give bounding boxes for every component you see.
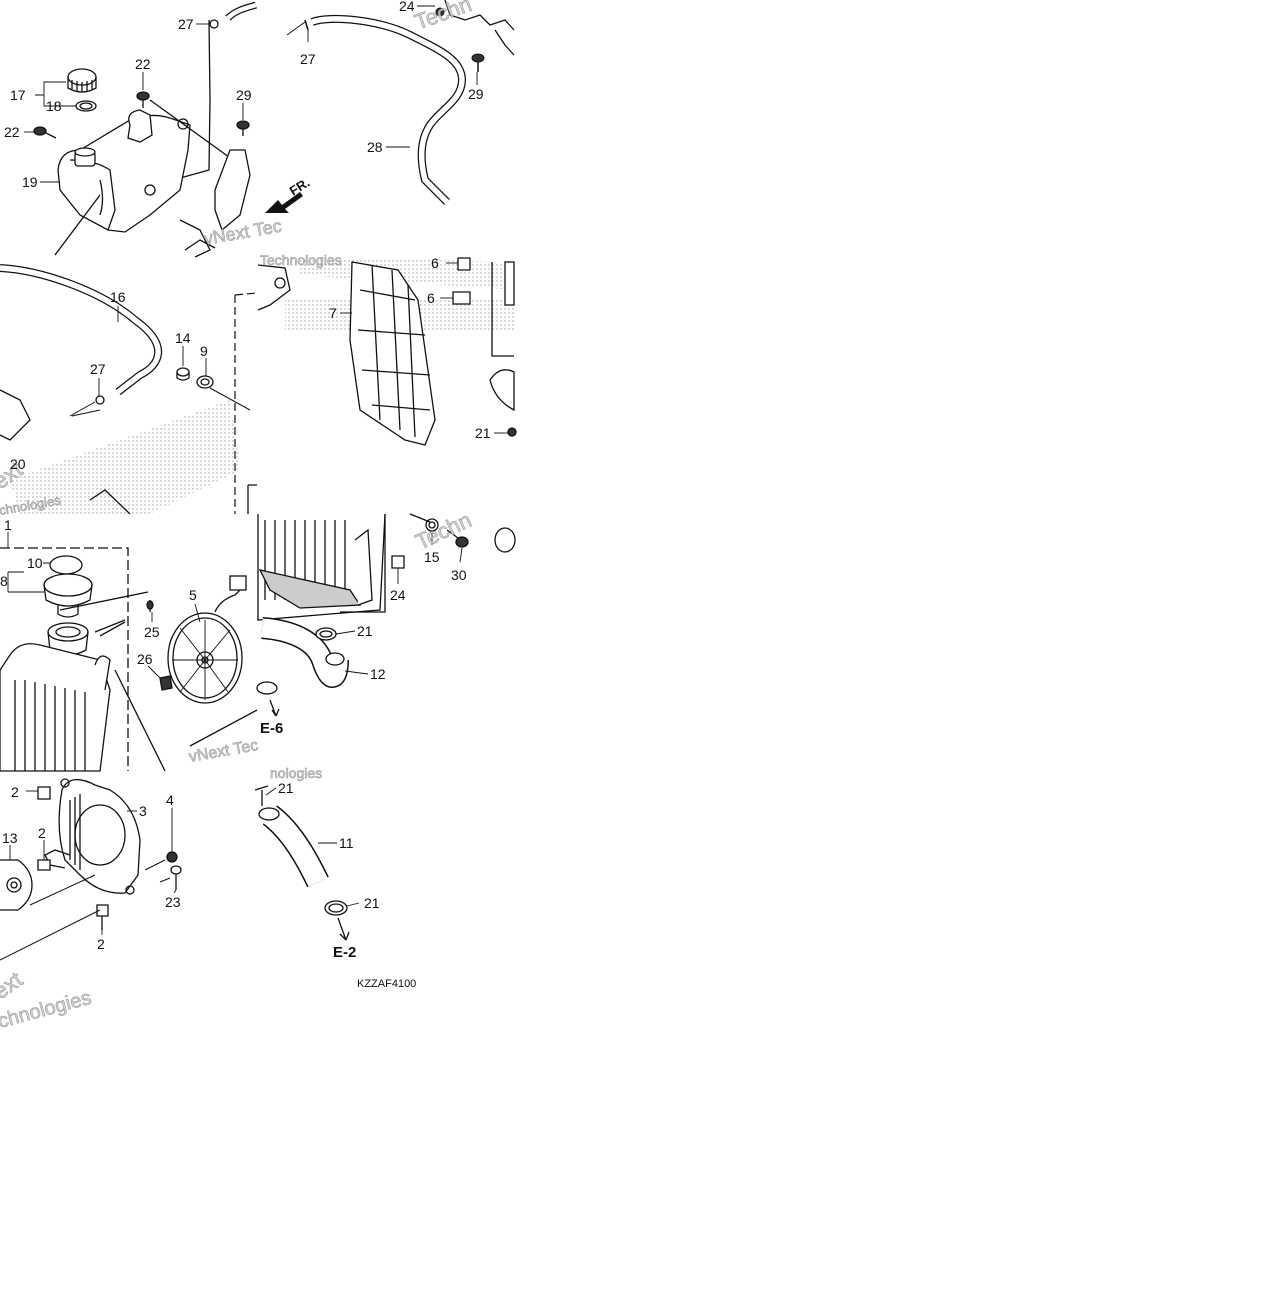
callout-label: 11	[339, 835, 354, 851]
callout-label: 2	[97, 936, 105, 952]
watermark-3: Technologies	[260, 252, 342, 268]
reserve-tank-group	[33, 1, 303, 258]
callout-label: 28	[367, 139, 383, 155]
callout-label: 14	[175, 330, 191, 346]
callout-label: 4	[166, 792, 174, 808]
callout-label: 9	[200, 343, 208, 359]
watermark-6: Techn	[412, 507, 476, 554]
callout-label: 13	[2, 830, 18, 846]
callout-label: 19	[22, 174, 38, 190]
watermark-2: vNext Tec	[202, 216, 283, 249]
callout-label: 12	[370, 666, 386, 682]
lower-hose-12-group	[256, 513, 516, 717]
radiator-hose-16-group	[0, 264, 258, 515]
callout-label: 26	[137, 651, 153, 667]
watermark-9: ext	[0, 967, 27, 1004]
bolt-22-top	[136, 91, 241, 166]
callout-label: 5	[189, 587, 197, 603]
callout-label: 21	[278, 780, 294, 796]
section-ref-e6: E-6	[260, 720, 283, 737]
watermark-8: nologies	[270, 765, 322, 781]
callout-label: 7	[329, 305, 337, 321]
cooling-fan	[167, 575, 247, 704]
callout-label: 16	[110, 289, 126, 305]
callout-label: 10	[27, 555, 43, 571]
callout-label: 18	[46, 98, 62, 114]
callout-label: 22	[135, 56, 151, 72]
hose-11-group	[254, 785, 350, 941]
callout-label: 21	[475, 425, 491, 441]
callout-label: 23	[165, 894, 181, 910]
callout-label: 27	[300, 51, 316, 67]
callout-label: 21	[357, 623, 373, 639]
front-direction-label: FR.	[287, 175, 313, 199]
callout-label: 17	[10, 87, 26, 103]
callout-label: 29	[468, 86, 484, 102]
callout-label: 29	[236, 87, 252, 103]
watermark-1: Techn	[411, 0, 475, 35]
callout-label: 3	[139, 803, 147, 819]
callout-label: 8	[0, 573, 8, 589]
bolt-22-left	[33, 126, 57, 139]
callout-label: 1	[4, 517, 12, 533]
callout-label: 6	[431, 255, 439, 271]
callout-label: 20	[10, 456, 26, 472]
callout-label: 6	[427, 290, 435, 306]
overflow-hose-group	[286, 0, 515, 205]
callout-label: 27	[178, 16, 194, 32]
callout-label: 24	[390, 587, 406, 603]
fan-shroud-group	[0, 778, 182, 961]
callout-label: 2	[11, 784, 19, 800]
callout-label: 25	[144, 624, 160, 640]
drawing-code: KZZAF4100	[357, 978, 416, 990]
callout-label: 27	[90, 361, 106, 377]
callout-label: 24	[399, 0, 415, 14]
section-ref-e2: E-2	[333, 944, 356, 961]
callout-label: 30	[451, 567, 467, 583]
callout-label: 15	[424, 549, 440, 565]
callout-label: 22	[4, 124, 20, 140]
radiator-fan-group	[0, 547, 258, 772]
leader-lines	[7, 5, 508, 935]
radiator-grille-group	[257, 257, 517, 446]
callout-label: 2	[38, 825, 46, 841]
callout-label: 21	[364, 895, 380, 911]
callout-labels: 27 24 22 17 18 29 22 19 27 29 28 16 14 9…	[0, 0, 491, 952]
